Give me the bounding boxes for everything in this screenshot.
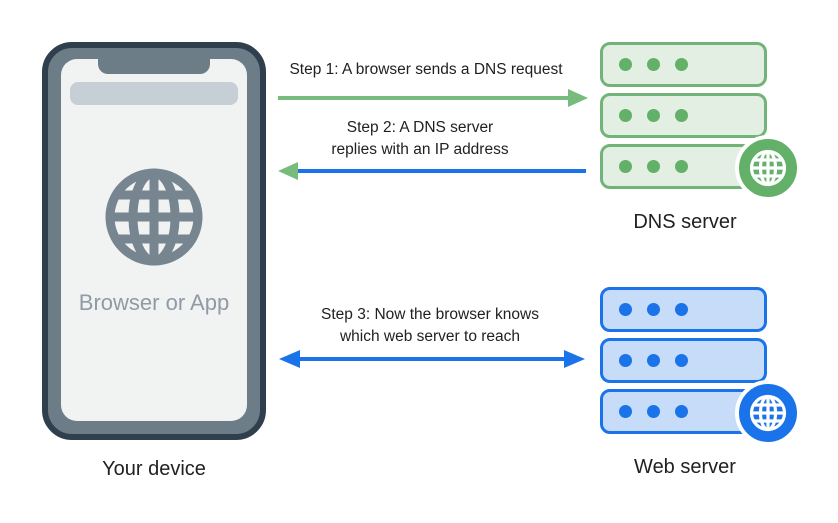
step3-label: Step 3: Now the browser knows which web …	[275, 304, 585, 348]
step3-line1: Step 3: Now the browser knows	[321, 306, 539, 323]
drive-dot	[647, 354, 660, 367]
drive-dot	[619, 303, 632, 316]
server-row	[600, 287, 767, 332]
globe-icon	[105, 168, 203, 266]
drive-dot	[675, 303, 688, 316]
drive-dot	[619, 405, 632, 418]
drive-dot	[619, 354, 632, 367]
step2-arrow-left	[278, 162, 586, 180]
step3-arrow-double	[279, 350, 585, 368]
step1-line: Step 1: A browser sends a DNS request	[289, 61, 563, 78]
device-notch	[98, 59, 210, 74]
web-server: Web server	[600, 287, 806, 478]
drive-dot	[675, 354, 688, 367]
globe-badge	[735, 135, 801, 201]
drive-dot	[647, 303, 660, 316]
server-row	[600, 42, 767, 87]
step1-arrow-right	[278, 89, 588, 107]
drive-dot	[647, 160, 660, 173]
drive-dot	[647, 58, 660, 71]
web-server-rack	[600, 287, 806, 434]
drive-dot	[647, 109, 660, 122]
device-phone: Browser or App	[42, 42, 266, 440]
globe-icon	[749, 394, 787, 432]
step2-line1: Step 2: A DNS server	[346, 119, 494, 136]
drive-dot	[619, 58, 632, 71]
device-screen: Browser or App	[61, 59, 247, 421]
step1-label: Step 1: A browser sends a DNS request	[271, 59, 581, 81]
server-row	[600, 338, 767, 383]
web-server-caption: Web server	[634, 456, 736, 478]
drive-dot	[619, 109, 632, 122]
drive-dot	[675, 160, 688, 173]
drive-dot	[647, 405, 660, 418]
drive-dot	[675, 58, 688, 71]
globe-badge	[735, 380, 801, 446]
drive-dot	[619, 160, 632, 173]
step2-label: Step 2: A DNS server replies with an IP …	[265, 117, 575, 161]
step2-line2: replies with an IP address	[331, 141, 509, 158]
dns-server: DNS server	[600, 42, 806, 233]
address-bar	[70, 82, 238, 105]
device-screen-label: Browser or App	[78, 290, 230, 315]
server-row	[600, 93, 767, 138]
dns-server-rack	[600, 42, 806, 189]
dns-server-caption: DNS server	[633, 211, 737, 233]
drive-dot	[675, 109, 688, 122]
globe-icon	[749, 149, 787, 187]
step3-line2: which web server to reach	[339, 328, 521, 345]
drive-dot	[675, 405, 688, 418]
device-caption: Your device	[102, 458, 206, 480]
